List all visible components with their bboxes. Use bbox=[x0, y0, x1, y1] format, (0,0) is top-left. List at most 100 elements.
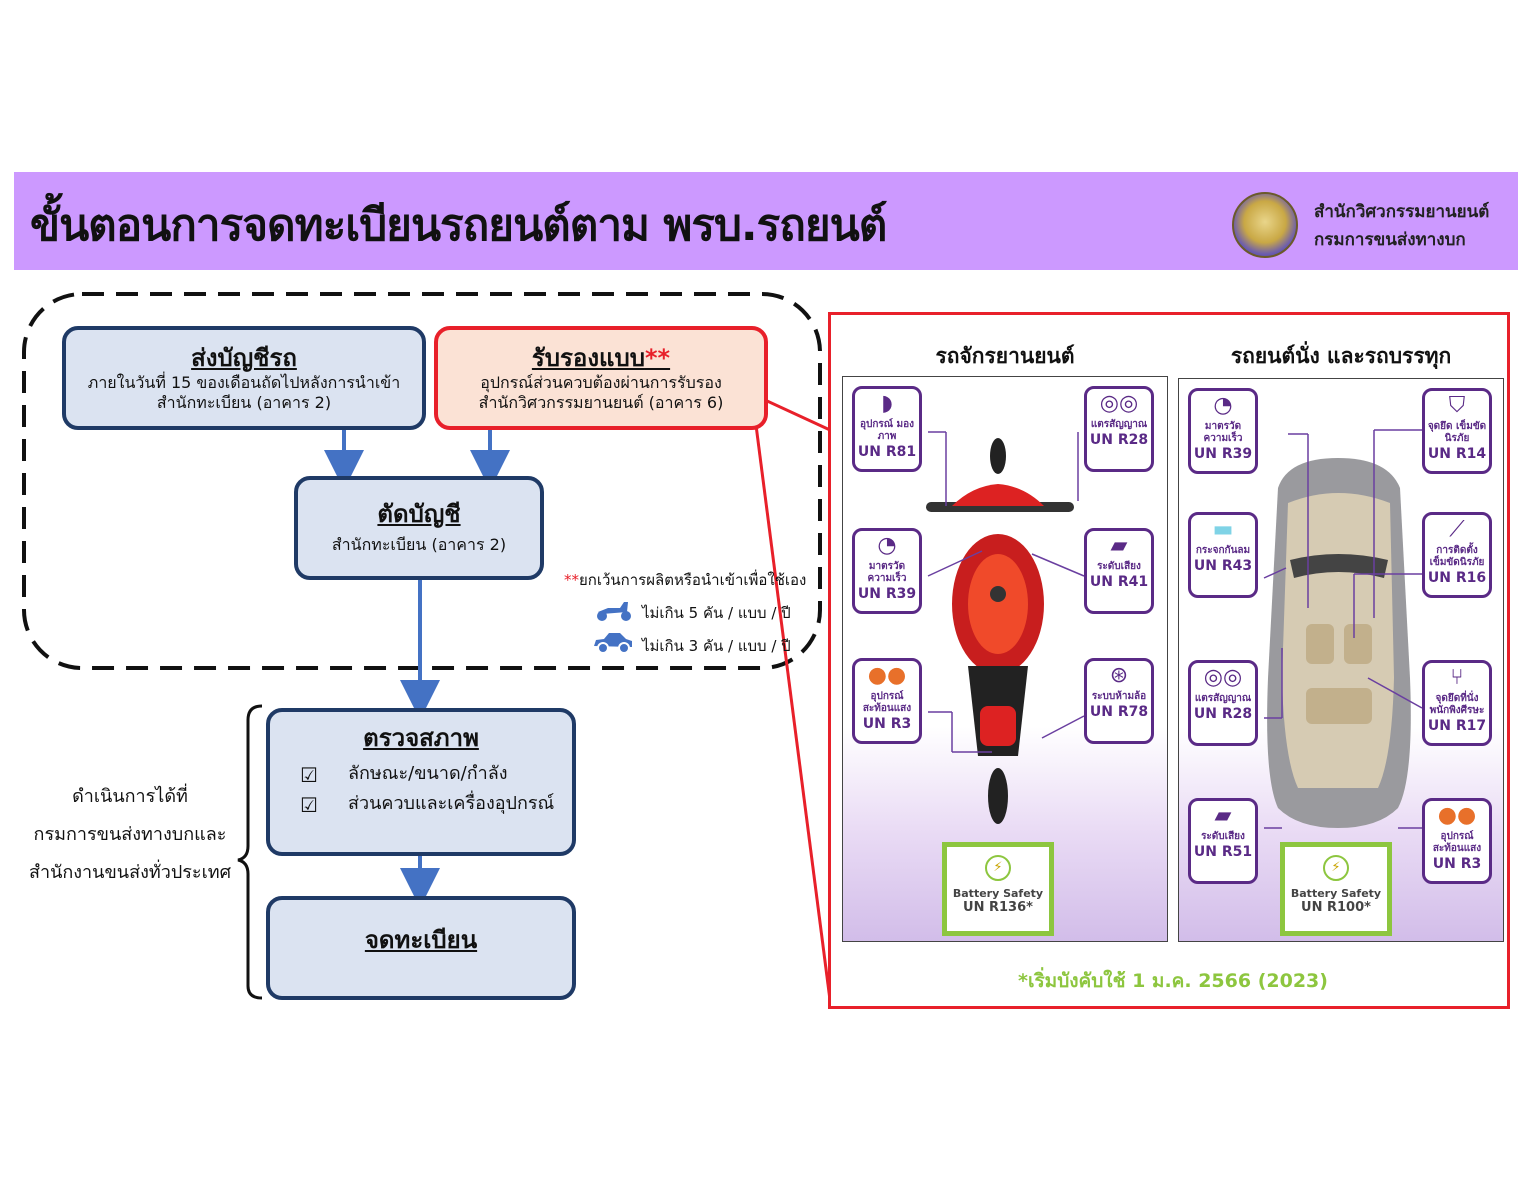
effective-date-footnote: *เริ่มบังคับใช้ 1 ม.ค. 2566 (2023) bbox=[1018, 970, 1328, 992]
battery-label: Battery Safety bbox=[952, 887, 1044, 900]
battery-code: UN R136* bbox=[963, 900, 1033, 915]
tag-code: UN R16 bbox=[1427, 570, 1487, 586]
tag-code: UN R14 bbox=[1427, 446, 1487, 462]
asterisk-marker: ** bbox=[564, 571, 579, 589]
battery-code: UN R100* bbox=[1301, 900, 1371, 915]
tag-label: อุปกรณ์ สะท้อนแสง bbox=[862, 691, 912, 714]
tag-label: มาตรวัด ความเร็ว bbox=[1203, 421, 1243, 444]
tag-code: UN R81 bbox=[857, 444, 917, 460]
callout-line-bottom bbox=[750, 393, 832, 1001]
tag-battery-safety-car: ⚡ Battery Safety UN R100* bbox=[1280, 842, 1392, 936]
checklist-label: ลักษณะ/ขนาด/กำลัง bbox=[348, 762, 508, 784]
tag-code: UN R41 bbox=[1089, 574, 1149, 590]
tag-battery-safety-moto: ⚡ Battery Safety UN R136* bbox=[942, 842, 1054, 936]
battery-icon: ⚡ bbox=[1323, 855, 1349, 881]
tag-reflector-car: ●● อุปกรณ์ สะท้อนแสง UN R3 bbox=[1422, 798, 1492, 884]
tag-seatbelt-anchor: ⛉ จุดยึด เข็มขัดนิรภัย UN R14 bbox=[1422, 388, 1492, 474]
org-name-line2: กรมการขนส่งทางบก bbox=[1314, 230, 1466, 250]
step-title: ตรวจสภาพ bbox=[363, 724, 479, 752]
step-text: ภายในวันที่ 15 ของเดือนถัดไปหลังการนำเข้… bbox=[87, 372, 401, 392]
step-title: ตัดบัญชี bbox=[377, 500, 461, 528]
asterisk-marker: ** bbox=[644, 344, 671, 372]
tag-horn: ◎◎ แตรสัญญาณ UN R28 bbox=[1084, 386, 1154, 472]
reflector-icon: ●● bbox=[867, 663, 907, 688]
seat-icon: ⑂ bbox=[1450, 665, 1464, 690]
checklist-item: ☑ ลักษณะ/ขนาด/กำลัง bbox=[270, 759, 572, 789]
step-title-text: รับรองแบบ bbox=[531, 344, 645, 372]
dashed-frame bbox=[22, 292, 822, 670]
tag-label: จุดยึด เข็มขัดนิรภัย bbox=[1427, 421, 1487, 444]
tag-horn-car: ◎◎ แตรสัญญาณ UN R28 bbox=[1188, 660, 1258, 746]
note-line: กรมการขนส่งทางบกและ bbox=[33, 824, 227, 845]
tag-code: UN R39 bbox=[857, 586, 917, 602]
horn-icon: ◎◎ bbox=[1203, 665, 1243, 690]
tag-label: มาตรวัด ความเร็ว bbox=[867, 561, 907, 584]
checklist-item: ☑ส่วนควบและเครื่องอุปกรณ์ bbox=[270, 789, 572, 819]
note-line: สำนักงานขนส่งทั่วประเทศ bbox=[28, 862, 232, 883]
step-inspection: ตรวจสภาพ ☑ ลักษณะ/ขนาด/กำลัง ☑ส่วนควบและเ… bbox=[266, 708, 576, 856]
checkbox-icon: ☑ bbox=[300, 792, 318, 817]
seatbelt-icon: ⟋ bbox=[1449, 517, 1465, 542]
tag-seatbelt-install: ⟋ การติดตั้ง เข็มขัดนิรภัย UN R16 bbox=[1422, 512, 1492, 598]
tag-code: UN R28 bbox=[1193, 706, 1253, 722]
tag-label: อุปกรณ์ มองภาพ bbox=[859, 419, 915, 442]
curly-brace bbox=[237, 704, 263, 1000]
tag-code: UN R28 bbox=[1089, 432, 1149, 448]
speedometer-icon: ◔ bbox=[1213, 393, 1233, 418]
step-text: อุปกรณ์ส่วนควบต้องผ่านการรับรอง bbox=[480, 372, 722, 392]
battery-label: Battery Safety bbox=[1290, 887, 1382, 900]
exception-car-limit: ไม่เกิน 3 คัน / แบบ / ปี bbox=[642, 637, 791, 655]
tag-speedometer: ◔ มาตรวัด ความเร็ว UN R39 bbox=[852, 528, 922, 614]
tag-mirror: ◗ อุปกรณ์ มองภาพ UN R81 bbox=[852, 386, 922, 472]
tag-code: UN R3 bbox=[1432, 856, 1482, 872]
tag-code: UN R51 bbox=[1193, 844, 1253, 860]
step-text: สำนักวิศวกรรมยานยนต์ (อาคาร 6) bbox=[478, 392, 724, 412]
tag-code: UN R78 bbox=[1089, 704, 1149, 720]
tag-label: ระดับเสียง bbox=[1097, 561, 1141, 572]
speedometer-icon: ◔ bbox=[877, 533, 897, 558]
car-illustration bbox=[1263, 429, 1423, 829]
org-name-line1: สำนักวิศวกรรมยานยนต์ bbox=[1314, 202, 1490, 222]
step-title: รับรองแบบ** bbox=[438, 344, 764, 373]
exhaust-icon: ▰ bbox=[1214, 803, 1232, 828]
step-title: จดทะเบียน bbox=[364, 926, 478, 954]
reflector-icon: ●● bbox=[1437, 803, 1477, 828]
exception-title-text: ยกเว้นการผลิตหรือนำเข้าเพื่อใช้เอง bbox=[579, 571, 807, 589]
tag-noise-car: ▰ ระดับเสียง UN R51 bbox=[1188, 798, 1258, 884]
brake-icon: ⊛ bbox=[1109, 663, 1129, 688]
battery-icon: ⚡ bbox=[985, 855, 1011, 881]
scooter-icon bbox=[597, 602, 631, 621]
tag-label: การติดตั้ง เข็มขัดนิรภัย bbox=[1429, 545, 1485, 568]
step-type-approval: รับรองแบบ** อุปกรณ์ส่วนควบต้องผ่านการรับ… bbox=[434, 326, 768, 430]
checkbox-icon: ☑ bbox=[300, 762, 318, 787]
horn-icon: ◎◎ bbox=[1099, 391, 1139, 416]
tag-speedometer-car: ◔ มาตรวัด ความเร็ว UN R39 bbox=[1188, 388, 1258, 474]
note-line: ดำเนินการได้ที่ bbox=[72, 786, 188, 807]
car-icon bbox=[594, 633, 632, 654]
exception-title: **ยกเว้นการผลิตหรือนำเข้าเพื่อใช้เอง bbox=[564, 568, 806, 592]
motorcycle-illustration bbox=[926, 431, 1085, 824]
tag-brake: ⊛ ระบบห้ามล้อ UN R78 bbox=[1084, 658, 1154, 744]
step-text: สำนักทะเบียน (อาคาร 2) bbox=[156, 392, 332, 412]
windshield-icon: ▬ bbox=[1212, 517, 1234, 542]
step-title: ส่งบัญชีรถ bbox=[191, 344, 297, 372]
tag-code: UN R43 bbox=[1193, 558, 1253, 574]
tag-seat-headrest: ⑂ จุดยึดที่นั่ง พนักพิงศีรษะ UN R17 bbox=[1422, 660, 1492, 746]
step-text: สำนักทะเบียน (อาคาร 2) bbox=[331, 534, 507, 554]
tag-reflector: ●● อุปกรณ์ สะท้อนแสง UN R3 bbox=[852, 658, 922, 744]
exhaust-icon: ▰ bbox=[1110, 533, 1128, 558]
tag-code: UN R3 bbox=[862, 716, 912, 732]
tag-label: จุดยึดที่นั่ง พนักพิงศีรษะ bbox=[1429, 693, 1485, 716]
tag-label: กระจกกันลม bbox=[1195, 545, 1251, 556]
step-registration: จดทะเบียน bbox=[266, 896, 576, 1000]
exception-moto-limit: ไม่เกิน 5 คัน / แบบ / ปี bbox=[642, 604, 791, 622]
mirror-icon: ◗ bbox=[881, 391, 893, 416]
tag-label: แตรสัญญาณ bbox=[1194, 693, 1252, 704]
service-locations-note: ดำเนินการได้ที่ กรมการขนส่งทางบกและ สำนั… bbox=[20, 778, 240, 892]
department-seal-icon bbox=[1232, 192, 1298, 258]
seatbelt-anchor-icon: ⛉ bbox=[1448, 393, 1466, 418]
tag-code: UN R17 bbox=[1427, 718, 1487, 734]
tag-label: อุปกรณ์ สะท้อนแสง bbox=[1432, 831, 1482, 854]
tag-label: ระดับเสียง bbox=[1201, 831, 1245, 842]
car-column-title: รถยนต์นั่ง และรถบรรทุก bbox=[1230, 344, 1452, 368]
